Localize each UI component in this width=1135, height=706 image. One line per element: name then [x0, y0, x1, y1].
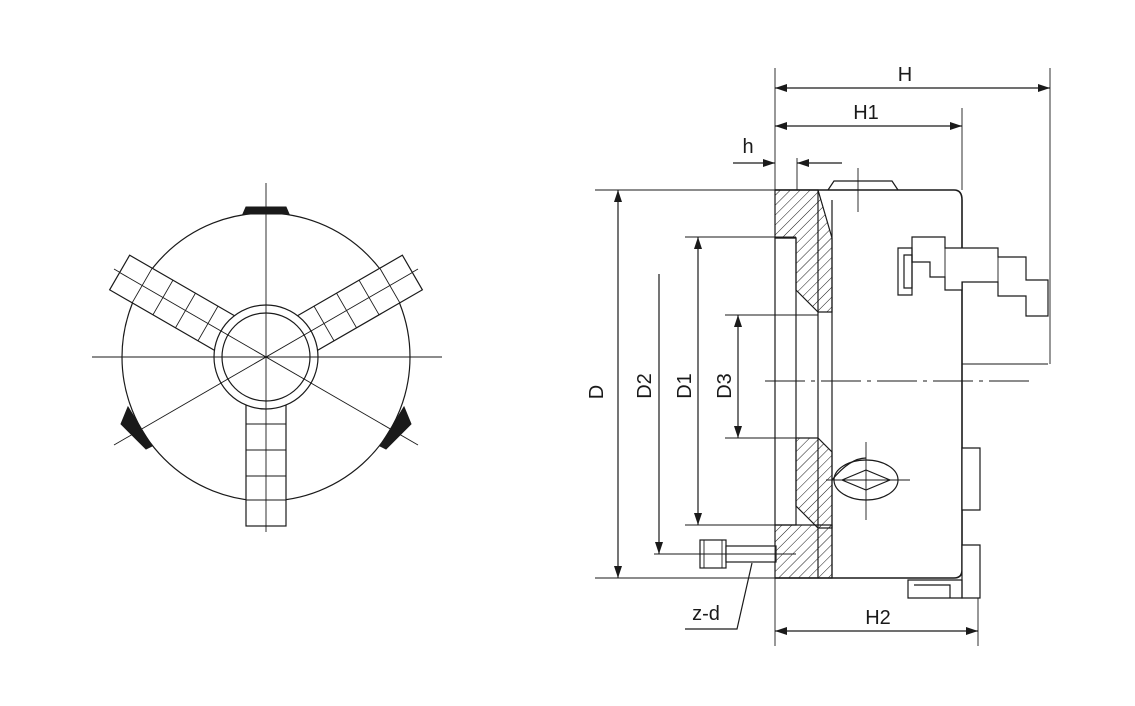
side-jaw-lower	[907, 447, 981, 599]
side-view	[654, 168, 1049, 599]
dimensions: H H1 h D D2 D1 D3 H2 z-d	[586, 64, 1051, 646]
label-h: h	[742, 136, 753, 158]
leader-zd	[685, 562, 753, 630]
mounting-screw	[654, 539, 796, 569]
front-view	[92, 183, 442, 532]
jaw-bottom	[245, 397, 287, 527]
label-D2: D2	[634, 373, 656, 399]
face-section-lower	[795, 437, 833, 529]
key-slot-top	[242, 206, 290, 215]
side-body-outline	[775, 189, 963, 579]
label-D1: D1	[674, 373, 696, 399]
key-socket	[826, 442, 910, 520]
label-D3: D3	[714, 373, 736, 399]
face-inner-strip	[774, 237, 797, 526]
label-D: D	[586, 385, 608, 399]
face-section-upper	[774, 189, 833, 313]
jaw-upper-right	[290, 254, 424, 355]
face-section-bottom	[774, 524, 833, 579]
top-rim	[827, 180, 899, 191]
label-H: H	[898, 64, 912, 86]
side-jaw-upper	[897, 236, 1049, 317]
label-H1: H1	[853, 102, 879, 124]
label-zd: z-d	[692, 603, 720, 625]
key-slot-right	[379, 405, 412, 450]
label-H2: H2	[865, 607, 891, 629]
key-slot-left	[120, 405, 153, 450]
